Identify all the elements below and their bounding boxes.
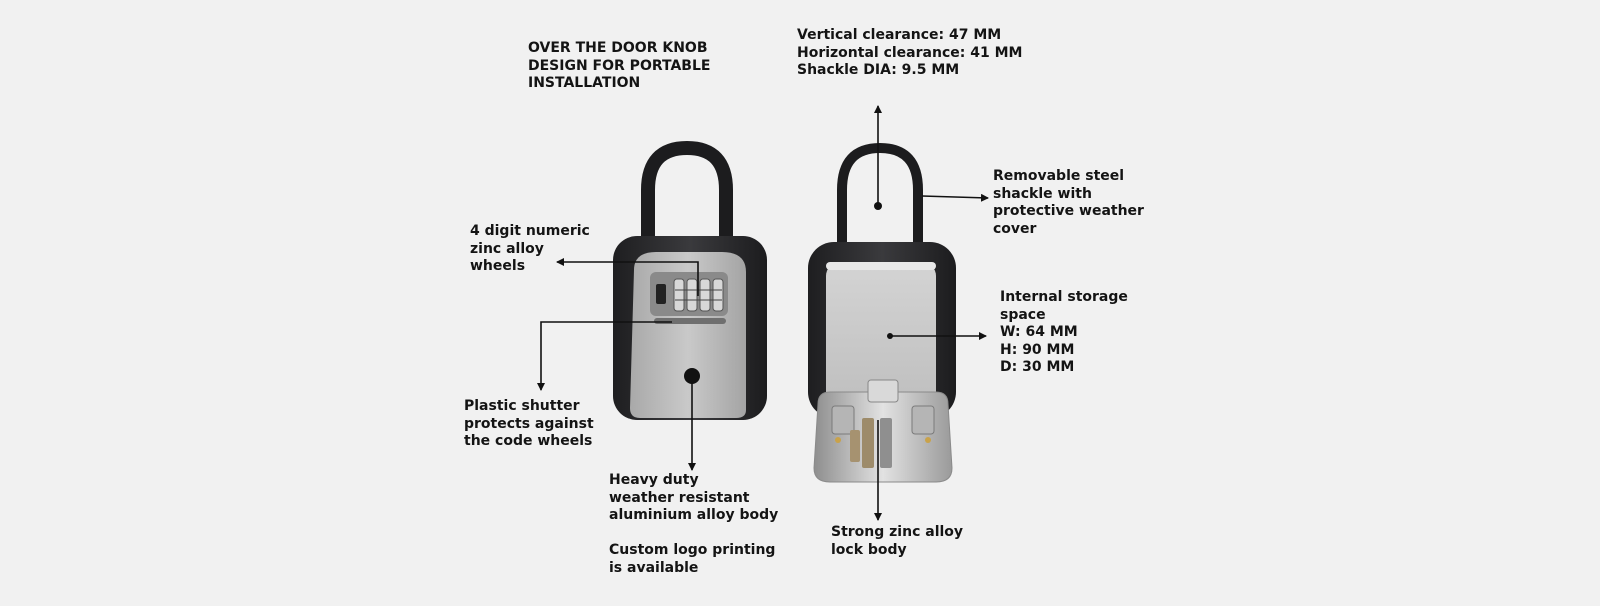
- label-lock-body: Strong zinc alloy lock body: [831, 524, 963, 559]
- label-line: zinc alloy: [470, 240, 544, 257]
- label-line: wheels: [470, 258, 526, 274]
- left-shackle: [641, 140, 733, 240]
- label-line: Strong zinc alloy: [831, 524, 964, 540]
- label-line: W: 64 MM: [1000, 324, 1078, 340]
- label-line: cover: [993, 220, 1037, 237]
- label-removable-shackle: Removable steel shackle with protective …: [993, 168, 1144, 238]
- label-line: lock body: [831, 541, 907, 558]
- label-line: shackle with: [993, 185, 1092, 202]
- label-line: aluminium alloy body: [609, 507, 779, 523]
- label-line: Internal storage: [1000, 289, 1128, 305]
- shutter-arrow: [537, 321, 672, 391]
- code-wheels: [673, 278, 724, 312]
- label-logo: Custom logo printing is available: [609, 542, 775, 577]
- storage-cavity: [826, 262, 936, 418]
- right-shackle: [837, 142, 923, 250]
- wheels-arrow: [556, 258, 699, 296]
- label-line: DESIGN FOR PORTABLE: [528, 57, 711, 74]
- label-line: is available: [609, 559, 699, 576]
- label-line: OVER THE DOOR KNOB: [528, 40, 708, 56]
- callout-lines: [537, 105, 989, 521]
- label-line: Heavy duty: [609, 472, 699, 488]
- label-line: 4 digit numeric: [470, 223, 590, 239]
- label-line: D: 30 MM: [1000, 359, 1075, 375]
- label-line: INSTALLATION: [528, 75, 641, 91]
- label-line: the code wheels: [464, 433, 593, 449]
- label-line: H: 90 MM: [1000, 341, 1075, 358]
- label-wheels: 4 digit numeric zinc alloy wheels: [470, 223, 590, 276]
- label-line: Shackle DIA: 9.5 MM: [797, 62, 960, 78]
- label-line: space: [1000, 306, 1046, 323]
- removable-shackle-arrow: [921, 193, 989, 202]
- label-line: protects against: [464, 415, 594, 432]
- label-line: Vertical clearance: 47 MM: [797, 27, 1002, 43]
- label-door-knob: OVER THE DOOR KNOB DESIGN FOR PORTABLE I…: [528, 40, 710, 93]
- label-line: weather resistant: [609, 489, 750, 506]
- label-body: Heavy duty weather resistant aluminium a…: [609, 472, 778, 525]
- label-line: Plastic shutter: [464, 398, 580, 414]
- label-shutter: Plastic shutter protects against the cod…: [464, 398, 594, 451]
- open-lockbox: [808, 142, 956, 483]
- label-clearance: Vertical clearance: 47 MM Horizontal cle…: [797, 27, 1022, 80]
- label-line: Custom logo printing: [609, 542, 776, 558]
- shutter-slot: [654, 318, 726, 324]
- label-storage: Internal storage space W: 64 MM H: 90 MM…: [1000, 289, 1128, 377]
- label-line: Horizontal clearance: 41 MM: [797, 44, 1023, 61]
- label-line: protective weather: [993, 203, 1144, 219]
- label-line: Removable steel: [993, 168, 1125, 184]
